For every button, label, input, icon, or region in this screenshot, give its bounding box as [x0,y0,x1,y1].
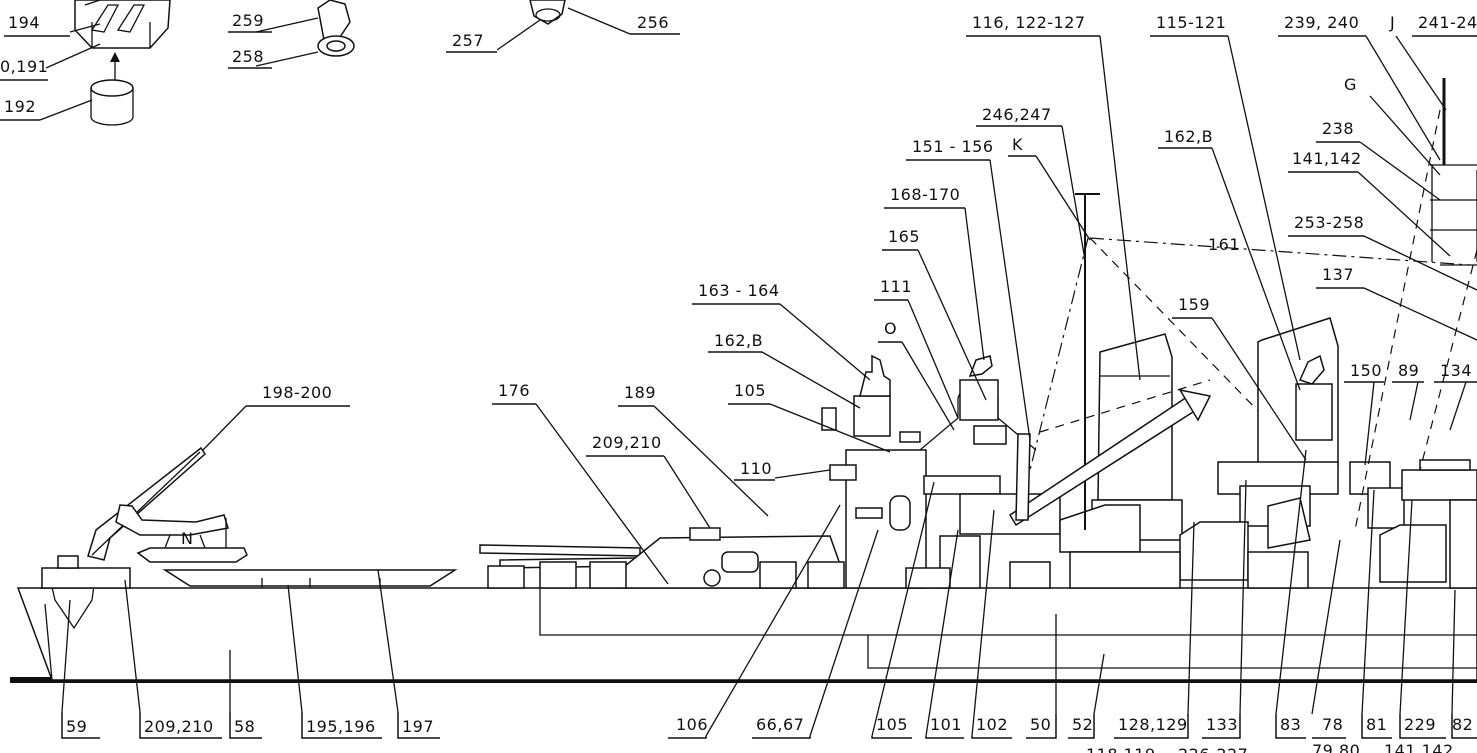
callout-197: 197 [402,717,434,736]
seaplane: N [115,504,248,563]
callout-116-122-127: 116, 122-127 [972,13,1086,32]
cutoff-141-142: 141,142 [1384,741,1454,753]
callout-189: 189 [624,383,656,402]
callout-192: 192 [4,97,36,116]
callout-258: 258 [232,47,264,66]
callout-257: 257 [452,31,484,50]
callout-133: 133 [1206,715,1238,734]
callout-246-247: 246,247 [982,105,1052,124]
callout-161: 161 [1208,235,1240,254]
cutoff-226-227: 226-227 [1178,745,1248,753]
cutoff-79-80: 79,80 [1312,741,1360,753]
forward-superstructure [1179,317,1477,589]
callout-165: 165 [888,227,920,246]
callout-52: 52 [1072,715,1093,734]
callout-209-210-top: 209,210 [592,433,662,452]
callout-106: 106 [676,715,708,734]
callout-238: 238 [1322,119,1354,138]
callout-256: 256 [637,13,669,32]
callout-198-200: 198-200 [262,383,332,402]
deck-mounts-aft [487,561,845,589]
callout-190-191: 0,191 [0,57,48,76]
callout-229: 229 [1404,715,1436,734]
deck-mid-blocks [905,551,1309,589]
callout-259: 259 [232,11,264,30]
aircraft-crane-boom [1008,388,1212,527]
callout-102: 102 [976,715,1008,734]
callout-162B-mid: 162,B [714,331,763,350]
callout-209-210-bottom: 209,210 [144,717,214,736]
callout-J: J [1389,13,1395,32]
callout-163-164: 163 - 164 [698,281,780,300]
callout-137: 137 [1322,265,1354,284]
callout-O: O [884,319,897,338]
callout-81: 81 [1366,715,1387,734]
callout-239-240: 239, 240 [1284,13,1359,32]
catapult-deck [162,569,458,588]
callout-176: 176 [498,381,530,400]
aircraft-marking: N [181,529,193,548]
callout-151-156: 151 - 156 [912,137,994,156]
callout-128-129: 128,129 [1118,715,1188,734]
ship-hull [10,555,1477,683]
bottom-callout-labels: 59 209,210 58 195,196 197 106 66,67 105 … [61,712,1477,739]
callout-59: 59 [66,717,87,736]
cutoff-labels: 118,119 226-227 79,80 141,142 [1086,741,1454,753]
aircraft-crane [87,446,206,561]
callout-162B-top: 162,B [1164,127,1213,146]
callout-150: 150 [1350,361,1382,380]
callout-G: G [1344,75,1357,94]
callout-105-bottom: 105 [876,715,908,734]
leader-lines [39,7,1477,737]
callout-115-121: 115-121 [1156,13,1226,32]
callout-110: 110 [740,459,772,478]
callout-141-142: 141,142 [1292,149,1362,168]
callout-labels: 194 0,191 192 259 258 257 256 116, 122-1… [0,11,1477,481]
callout-195-196: 195,196 [306,717,376,736]
callout-78: 78 [1322,715,1343,734]
inset-detail-mount-parts [317,0,566,57]
callout-58: 58 [234,717,255,736]
aft-superstructure [821,354,927,589]
callout-83: 83 [1280,715,1301,734]
callout-253-258: 253-258 [1294,213,1364,232]
callout-241: 241-24 [1418,13,1477,32]
callout-89: 89 [1398,361,1419,380]
callout-111: 111 [880,277,912,296]
callout-134: 134 [1440,361,1472,380]
foremast [1354,78,1477,531]
tripod-mast-aft [919,355,1061,589]
callout-66-67: 66,67 [756,715,804,734]
cutoff-118-119: 118,119 [1086,745,1156,753]
callout-101: 101 [930,715,962,734]
callout-168-170: 168-170 [890,185,960,204]
callout-82: 82 [1452,715,1473,734]
callout-50: 50 [1030,715,1051,734]
callout-159: 159 [1178,295,1210,314]
callout-194: 194 [8,13,40,32]
callout-105-top: 105 [734,381,766,400]
inset-detail-turret-parts [74,0,171,126]
callout-K: K [1012,135,1023,154]
